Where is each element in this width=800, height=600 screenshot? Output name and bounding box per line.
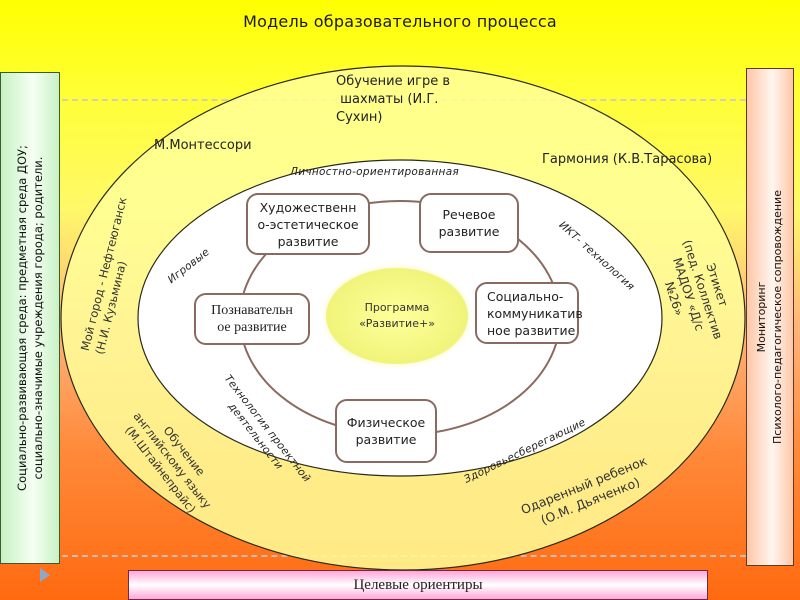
area-social-line: коммуникатив [487, 305, 583, 321]
area-speech-line: Речевое [442, 207, 496, 222]
area-physical: Физическое развитие [335, 399, 437, 463]
center-program-oval: Программа «Развитие+» [326, 268, 468, 364]
area-artistic-line: о-эстетическое [257, 216, 359, 232]
social-environment-panel: Социально-развивающая среда: предметная … [0, 72, 60, 564]
label-chess-line: Обучение игре в [336, 74, 451, 89]
area-artistic-aesthetic: Художественн о-эстетическое развитие [246, 193, 370, 255]
label-montessori: М.Монтессори [154, 138, 252, 153]
play-icon[interactable] [40, 568, 50, 582]
area-social-line: Социально- [487, 288, 564, 304]
psych-support-label: Психолого-педагогическое сопровождение [771, 190, 784, 444]
social-environment-line2: социально-значимые учреждения города; ро… [31, 156, 45, 480]
label-harmony: Гармония (К.В.Тарасова) [542, 152, 713, 167]
label-chess-line: Сухин) [336, 110, 383, 125]
target-guidelines-bar: Целевые ориентиры [128, 570, 708, 600]
area-cognitive: Познавательн ое развитие [194, 293, 310, 345]
area-artistic-line: Художественн [259, 199, 357, 215]
area-social-line: ное развитие [487, 322, 576, 338]
center-program-line1: Программа [364, 301, 430, 314]
area-cognitive-line: ое развитие [217, 320, 287, 335]
center-program-line2: «Развитие+» [359, 317, 435, 330]
monitoring-label: Мониторинг [755, 281, 768, 353]
area-cognitive-line: Познавательн [211, 303, 293, 318]
area-speech: Речевое развитие [419, 193, 519, 253]
social-environment-line1: Социально-развивающая среда: предметная … [15, 145, 29, 491]
label-chess: Обучение игре в шахматы (И.Г. Сухин) [336, 73, 450, 127]
area-social-communicative: Социально- коммуникатив ное развитие [475, 282, 583, 344]
label-chess-line: шахматы (И.Г. [336, 92, 439, 107]
area-artistic-line: развитие [277, 233, 339, 249]
page-title: Модель образовательного процесса [243, 12, 557, 31]
label-personal-oriented: Личностно-ориентированная [290, 166, 460, 178]
area-speech-line: развитие [438, 224, 500, 239]
area-physical-line: развитие [355, 432, 417, 447]
area-physical-line: Физическое [346, 415, 426, 430]
monitoring-panel: Мониторинг Психолого-педагогическое сопр… [746, 68, 794, 566]
